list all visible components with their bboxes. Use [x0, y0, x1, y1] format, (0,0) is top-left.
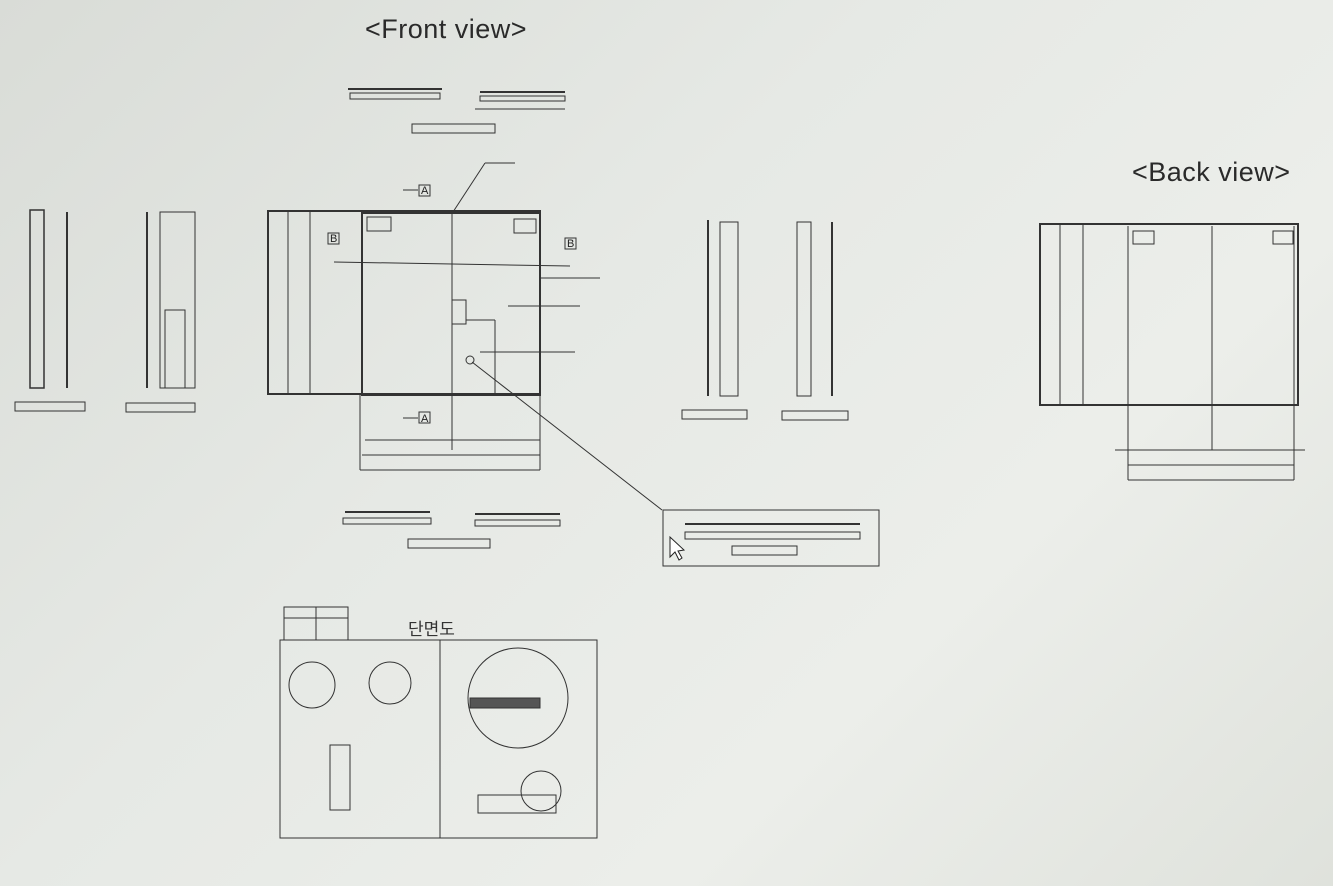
- back-view-title: <Back view>: [1132, 157, 1291, 187]
- side-view-left-2: [125, 211, 196, 413]
- section-detail-title: 단면도: [408, 620, 455, 640]
- profile-zoom-detail: [662, 509, 880, 567]
- bottom-profile-detail: [342, 511, 561, 549]
- section-marker-b-left: B: [330, 233, 337, 245]
- section-marker-b-right: B: [567, 238, 574, 250]
- side-view-left-1: [14, 209, 86, 412]
- side-view-right-1: [681, 220, 748, 420]
- front-view-drawing: A B B A: [267, 162, 663, 511]
- section-marker-a-top: A: [421, 185, 429, 197]
- side-view-right-2: [781, 221, 849, 421]
- mouse-cursor-icon: [669, 535, 686, 561]
- back-view-drawing: [1039, 223, 1305, 481]
- section-detail-sheet: 단면도: [279, 606, 598, 839]
- front-view-title: <Front view>: [365, 14, 528, 44]
- top-profile-detail: [348, 88, 566, 134]
- section-marker-a-bottom: A: [421, 413, 429, 425]
